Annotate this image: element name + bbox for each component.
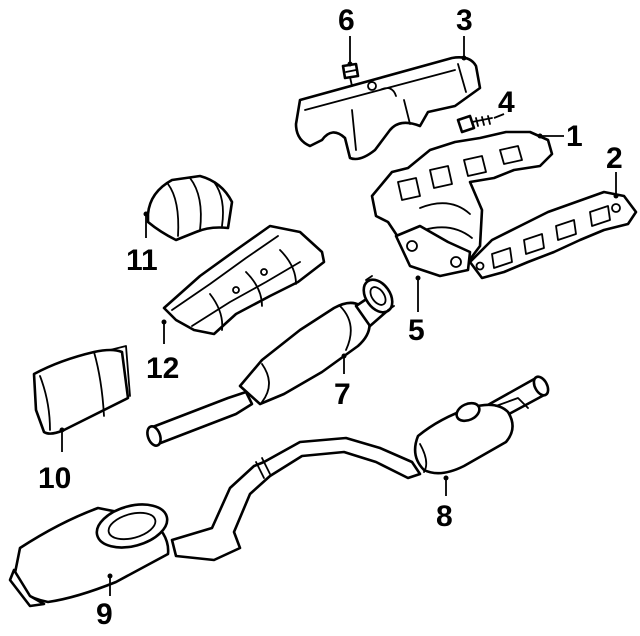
callout-10: 10 [38, 427, 71, 495]
part-11-small-heat-shield [146, 174, 234, 242]
callout-1-label: 1 [566, 120, 583, 153]
callout-3-label: 3 [456, 4, 473, 37]
part-3-upper-heat-shield [294, 56, 482, 161]
callout-11-label: 11 [126, 244, 158, 277]
callout-7-label: 7 [334, 378, 351, 411]
part-2-manifold-gasket [468, 190, 638, 280]
callout-5-label: 5 [408, 314, 425, 347]
part-7-catalytic-converter [146, 275, 395, 447]
part-1-exhaust-manifold [370, 130, 554, 278]
callout-9-label: 9 [96, 598, 113, 631]
callout-3: 3 [456, 4, 473, 61]
callout-10-label: 10 [38, 462, 71, 495]
callout-5: 5 [408, 275, 425, 347]
callout-2-label: 2 [606, 142, 623, 175]
part-4-stud [456, 114, 493, 134]
callout-4: 4 [493, 86, 515, 119]
callout-6: 6 [338, 4, 355, 67]
callout-1: 1 [537, 120, 583, 153]
callout-2: 2 [606, 142, 623, 199]
callout-7: 7 [334, 353, 351, 411]
part-10-front-shield [32, 345, 131, 435]
callout-6-label: 6 [338, 4, 355, 37]
callout-8-label: 8 [436, 500, 453, 533]
callout-12-label: 12 [146, 352, 179, 385]
callout-11: 11 [126, 211, 158, 277]
callout-4-label: 4 [498, 86, 515, 119]
part-9-muffler-and-pipe [8, 436, 422, 608]
part-12-converter-heat-shield [162, 224, 326, 336]
callout-8: 8 [436, 475, 453, 533]
part-6-bolt [341, 62, 360, 87]
part-8-rear-muffler [413, 375, 550, 475]
callout-9: 9 [96, 573, 113, 631]
callout-12: 12 [146, 319, 179, 385]
